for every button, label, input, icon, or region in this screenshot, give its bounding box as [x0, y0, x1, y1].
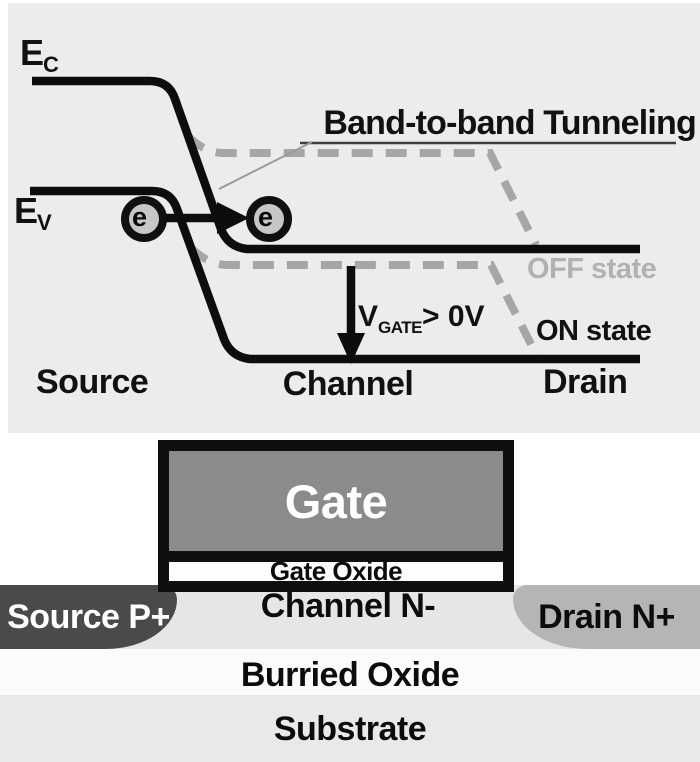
gate-voltage-arrow-head-icon [337, 333, 365, 364]
gate-oxide-label: Gate Oxide [269, 556, 403, 586]
tunneling-callout-line [218, 141, 313, 190]
ec-subscript: C [43, 52, 59, 77]
source-p-plus-region: Source P+ [0, 585, 177, 649]
off-state-conduction-band-dashed-line [184, 132, 540, 247]
gate-oxide-divider [169, 551, 503, 562]
ec-symbol: E [20, 32, 44, 73]
gate-oxide-layer: Gate Oxide [169, 556, 503, 586]
drain-region-label: Drain [543, 363, 628, 401]
gate-label: Gate [284, 474, 388, 528]
band-to-band-tunneling-label: Band-to-band Tunneling [323, 104, 696, 142]
substrate-layer: Substrate [0, 695, 700, 762]
drain-n-plus-label: Drain N+ [538, 597, 675, 636]
electron-circle-channel [246, 196, 292, 242]
gate-electrode: Gate [169, 451, 503, 551]
electron-label-source: e [132, 202, 148, 232]
vgate-condition: > 0V [421, 300, 485, 333]
conduction-band-label: EC [20, 34, 59, 76]
tunneling-arrow-head-icon [217, 202, 249, 234]
band-diagram-drawing [30, 76, 676, 364]
channel-n-minus-label: Channel N- [260, 587, 436, 625]
gate-voltage-label: VGATE> 0V [358, 301, 485, 337]
electron-circle-source [121, 196, 167, 242]
drain-n-plus-region: Drain N+ [513, 585, 700, 649]
ev-subscript: V [37, 210, 52, 235]
valence-band-label: EV [14, 192, 52, 234]
silicon-body-layer: Source P+ Drain N+ Channel N- [0, 585, 700, 649]
off-state-label: OFF state [527, 253, 657, 285]
ev-symbol: E [14, 190, 38, 231]
vgate-subscript: GATE [378, 318, 422, 337]
on-state-label: ON state [536, 315, 652, 347]
vgate-symbol: V [358, 300, 379, 333]
source-p-plus-label: Source P+ [7, 597, 170, 636]
gate-stack: Gate Gate Oxide [158, 440, 514, 592]
buried-oxide-label: Burried Oxide [240, 656, 460, 694]
conduction-band-solid-line [32, 76, 640, 254]
electron-label-channel: e [258, 202, 274, 232]
substrate-label: Substrate [273, 710, 427, 748]
channel-region-label: Channel [282, 365, 414, 403]
buried-oxide-layer: Burried Oxide [0, 649, 700, 695]
source-region-label: Source [36, 363, 149, 401]
valence-band-solid-line [30, 186, 640, 364]
